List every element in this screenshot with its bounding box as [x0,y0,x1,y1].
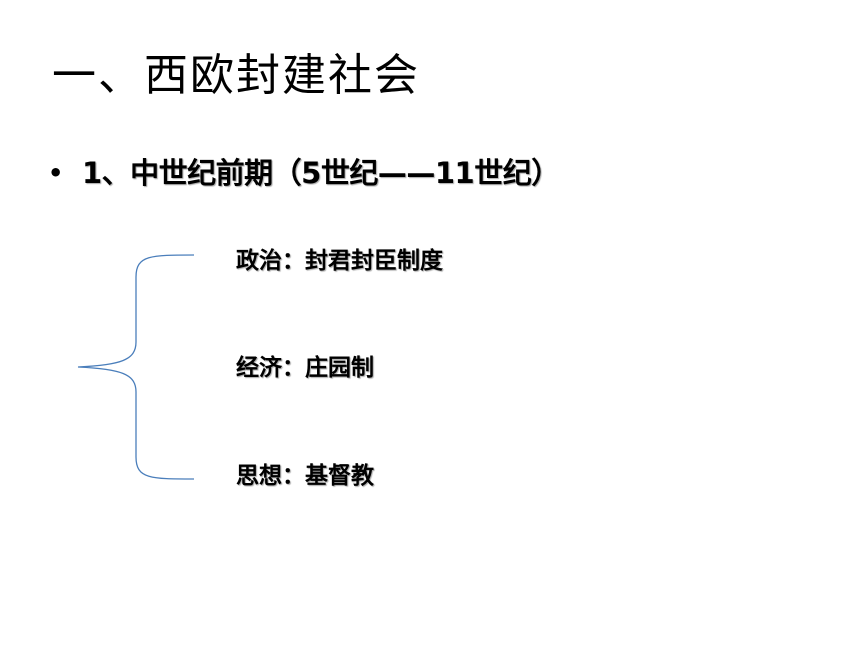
topic-economy: 经济：庄园制 [236,355,374,381]
topic-politics: 政治：封君封臣制度 [236,248,443,274]
bullet-heading: 1、中世纪前期（5世纪——11世纪） [82,156,560,190]
bullet-marker: • [48,159,64,188]
curly-brace-icon [77,254,195,480]
bullet-row: • 1、中世纪前期（5世纪——11世纪） [48,156,560,191]
topic-thought: 思想：基督教 [236,463,374,489]
slide-title: 一、西欧封建社会 [52,50,420,101]
